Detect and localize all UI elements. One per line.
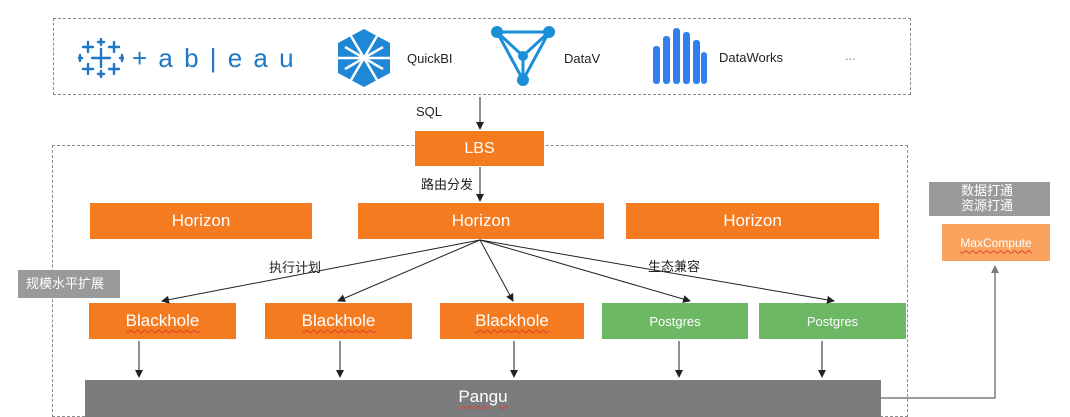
horizon-node-center: Horizon — [358, 203, 604, 239]
routing-label: 路由分发 — [421, 177, 474, 192]
plan-arrow-3 — [479, 239, 514, 302]
maxcompute-link — [881, 265, 999, 399]
maxcompute-node: MaxCompute — [942, 224, 1050, 261]
lbs-node: LBS — [415, 131, 544, 166]
ecosystem-label: 生态兼容 — [648, 259, 701, 274]
data-sync-label: 数据打通 — [961, 183, 1014, 198]
more-tools-ellipsis: ... — [845, 48, 856, 63]
tableau-wordmark: + a b | e a u — [132, 43, 296, 73]
postgres-label: Postgres — [649, 313, 701, 329]
pangu-storage: Pangu — [85, 380, 881, 417]
bi-tools-container — [53, 18, 911, 95]
horizon-label: Horizon — [723, 211, 782, 230]
horizon-node-right: Horizon — [626, 203, 879, 239]
blackhole-node-1: Blackhole — [89, 303, 236, 339]
scale-out-label: 规模水平扩展 — [26, 276, 105, 291]
plan-arrow-4 — [479, 239, 691, 303]
sql-label: SQL — [416, 104, 443, 119]
blackhole-label: Blackhole — [125, 311, 200, 330]
blackhole-label: Blackhole — [475, 311, 549, 330]
horizon-label: Horizon — [451, 211, 511, 230]
postgres-node-2: Postgres — [759, 303, 906, 339]
quickbi-icon — [338, 29, 390, 87]
scale-out-tag: 规模水平扩展 — [18, 270, 120, 298]
data-sync-tag: 数据打通 资源打通 — [929, 182, 1050, 216]
blackhole-label: Blackhole — [301, 311, 376, 330]
exec-plan-label: 执行计划 — [269, 260, 322, 275]
plan-arrow-1 — [161, 239, 481, 304]
dataworks-icon — [653, 28, 707, 84]
tableau-logo: + a b | e a u — [78, 38, 303, 78]
plan-arrow-2 — [337, 239, 481, 302]
resource-sync-label: 资源打通 — [961, 198, 1014, 213]
pangu-label: Pangu — [458, 387, 508, 406]
dataworks-label: DataWorks — [719, 50, 784, 65]
plan-arrow-5 — [479, 239, 835, 304]
datav-icon — [491, 26, 555, 86]
blackhole-node-2: Blackhole — [265, 303, 412, 339]
blackhole-node-3: Blackhole — [440, 303, 584, 339]
datav-label: DataV — [564, 51, 601, 66]
lbs-label: LBS — [464, 139, 495, 157]
postgres-node-1: Postgres — [602, 303, 748, 339]
horizon-node-left: Horizon — [90, 203, 312, 239]
horizon-label: Horizon — [171, 211, 231, 230]
postgres-label: Postgres — [806, 313, 859, 329]
tableau-cross-icon — [78, 38, 124, 78]
maxcompute-label: MaxCompute — [960, 235, 1032, 250]
quickbi-label: QuickBI — [407, 51, 453, 66]
